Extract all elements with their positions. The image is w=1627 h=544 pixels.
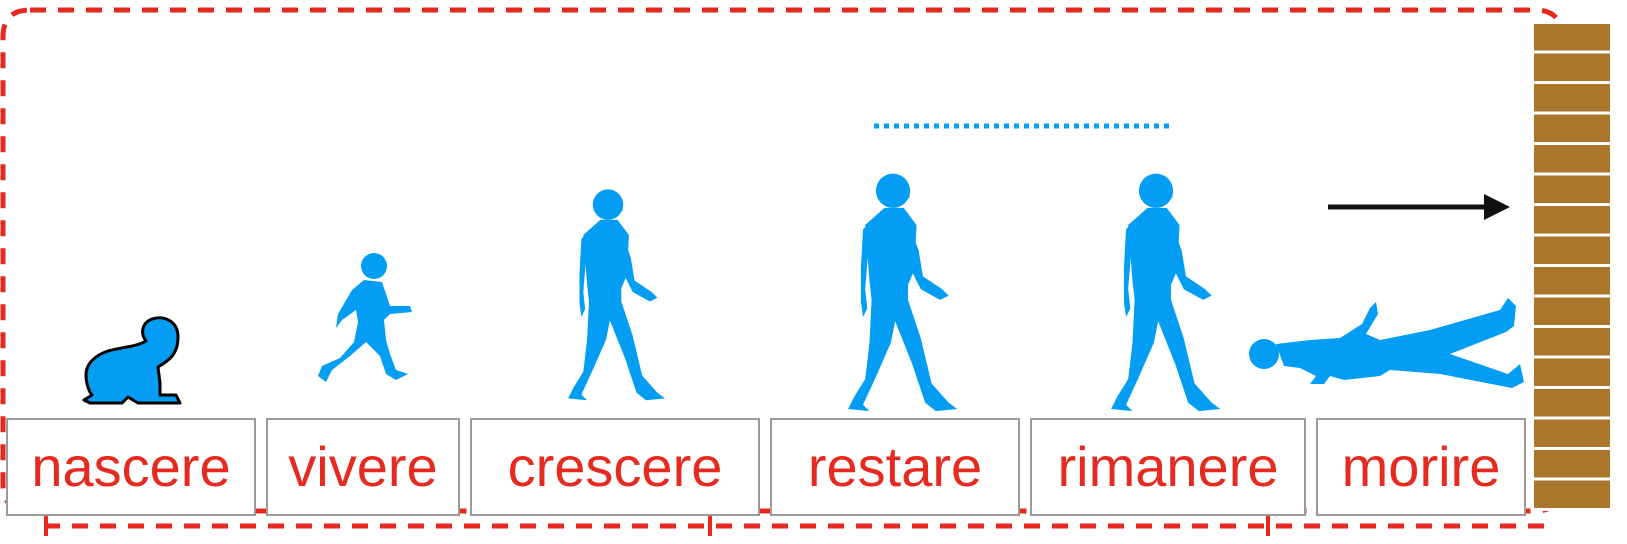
stage-label: rimanere [1057, 435, 1279, 498]
stage-label-box: morire [1316, 418, 1526, 516]
stage-label-box: rimanere [1030, 418, 1306, 516]
arrow-right-icon [1328, 194, 1510, 220]
stage-label-box: vivere [266, 418, 460, 516]
stage-label: crescere [507, 435, 723, 498]
dashed-frame [0, 7, 1565, 514]
lying-person-icon [1249, 298, 1524, 388]
stage-label-box: nascere [6, 418, 256, 516]
running-child-icon [318, 253, 412, 382]
stage-label: vivere [288, 435, 438, 498]
brick-wall-icon [1534, 24, 1610, 511]
stage-label: restare [807, 435, 983, 498]
stage-label: nascere [31, 435, 231, 498]
stage-label-box: crescere [470, 418, 760, 516]
stage-label: morire [1341, 435, 1501, 498]
crawling-baby-icon [82, 316, 182, 405]
stage-label-box: restare [770, 418, 1020, 516]
